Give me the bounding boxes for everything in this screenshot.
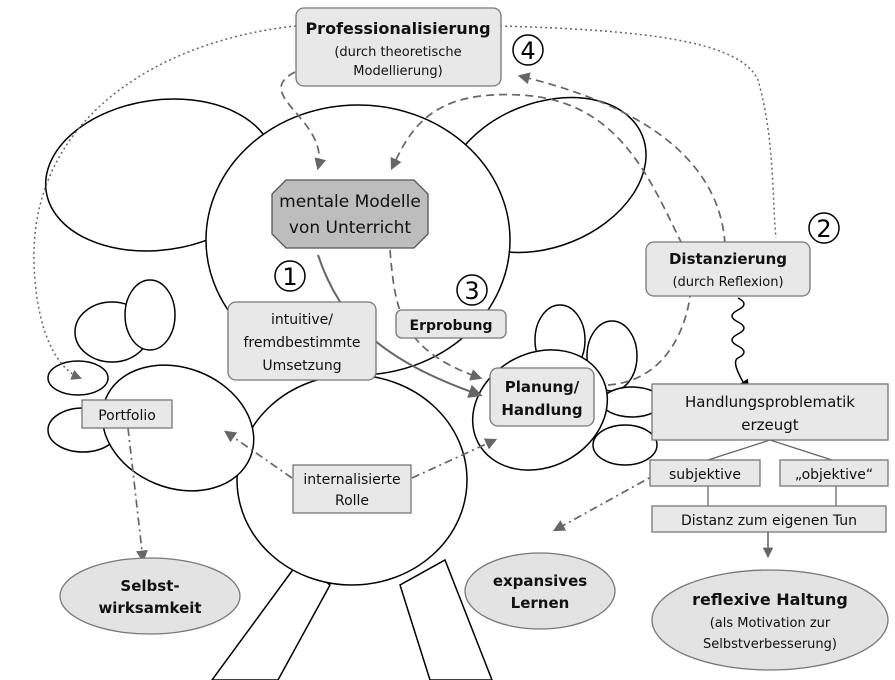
handlungsproblematik-box [651,383,889,441]
squiggle-arrow [731,297,750,393]
expansives-line1: expansives [493,572,587,590]
distanzierung-box [645,241,811,297]
svg-text:2: 2 [816,215,831,243]
planung-line1: Planung/ [505,378,580,396]
intuitive-box [227,301,377,381]
dashed-arrow-distanz-to-prof [517,72,726,245]
dashed-arrow-prof-to-mental [280,71,327,171]
dashdot-arrow-rolle-to-portfolio [224,430,293,479]
distanzierung-title: Distanzierung [669,250,787,268]
left-hand [101,364,255,492]
professionalisierung-box [295,7,502,87]
handlungsproblematik-line1: Handlungsproblematik [685,393,855,411]
reflexive-oval [651,569,889,671]
mentale-modelle-octagon [271,179,429,249]
left-finger-2 [124,279,176,351]
intuitive-line1: intuitive/ [271,312,333,328]
planung-line2: Handlung [501,401,582,419]
expansives-line2: Lernen [511,594,570,612]
mentale-modelle-line2: von Unterricht [289,218,412,238]
professionalisierung-line2: Modellierung) [353,64,442,79]
mentale-modelle-line1: mentale Modelle [279,192,421,212]
internalisierte-box [292,464,412,514]
subjektive-label: subjektive [669,467,741,483]
dashed-arrow-distanz-to-mental [390,93,683,245]
subjektive-box [649,459,761,487]
internalisierte-line2: Rolle [335,493,369,509]
internalisierte-line1: internalisierte [303,472,400,488]
dashdot-arrow-portfolio-to-selbst [127,427,148,563]
portfolio-box [81,399,173,429]
left-finger-3 [47,360,109,396]
handlungsproblematik-line2: erzeugt [741,416,799,434]
circled-number-3: 3 [456,274,488,306]
dotted-arrow-to-portfolio [33,25,297,380]
erprobung-label: Erprobung [410,318,493,334]
right-leg [399,558,493,680]
intuitive-line3: Umsetzung [262,358,341,374]
reflexive-line1: reflexive Haltung [692,590,848,609]
svg-text:4: 4 [520,37,535,65]
objektive-label: „objektive“ [795,467,873,483]
intuitive-line2: fremdbestimmte [243,335,360,351]
dashdot-arrow-subjektive-to-expansiv [552,471,661,532]
selbstwirksamkeit-line1: Selbst- [120,577,179,595]
svg-text:3: 3 [464,277,479,305]
expansives-oval [464,552,616,630]
distanz-label: Distanz zum eigenen Tun [681,513,857,529]
erprobung-box [395,309,507,339]
planung-box [489,367,595,427]
distanzierung-subtitle: (durch Reflexion) [672,275,783,290]
professionalisierung-title: Professionalisierung [305,19,490,38]
distanz-box [651,505,887,533]
reflexive-line2: (als Motivation zur [710,616,831,631]
dashed-line-planung-to-distanz [607,294,691,386]
objektive-box [779,459,889,487]
svg-text:1: 1 [282,263,297,291]
circled-number-4: 4 [512,34,544,66]
circled-number-2: 2 [808,212,840,244]
portfolio-label: Portfolio [98,408,156,424]
selbstwirksamkeit-line2: wirksamkeit [98,599,201,617]
professionalisierung-line1: (durch theoretische [334,45,461,60]
dotted-line-to-distanzierung [499,25,777,239]
reflexive-line3: Selbstverbesserung) [703,637,837,652]
selbstwirksamkeit-oval [59,557,241,635]
right-finger-4 [592,424,658,466]
circled-number-1: 1 [274,260,306,292]
dashdot-arrow-rolle-to-planung [411,438,498,479]
